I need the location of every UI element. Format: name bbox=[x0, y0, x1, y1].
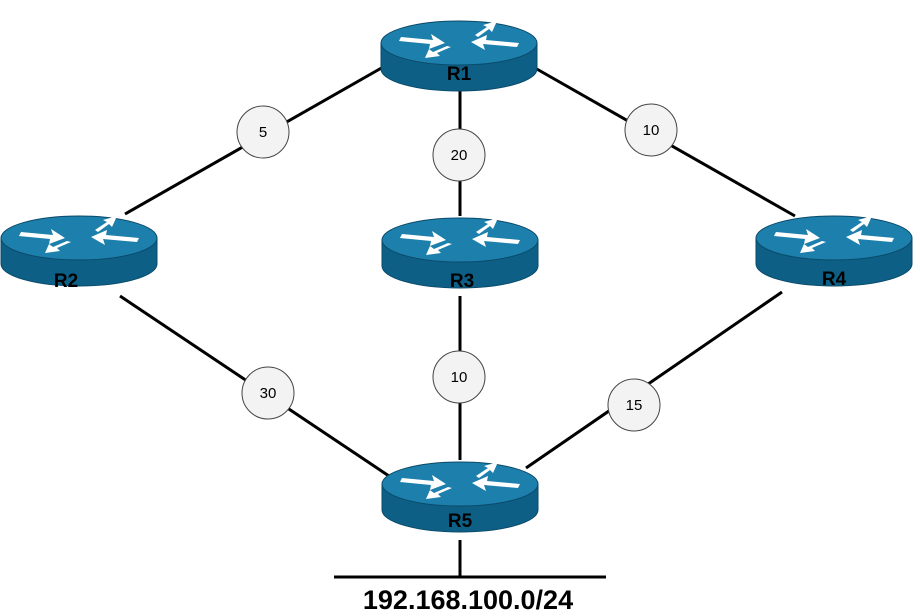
router-label-r3: R3 bbox=[450, 271, 474, 292]
router-label-r1: R1 bbox=[447, 64, 472, 85]
router-r4[interactable]: R4 bbox=[755, 215, 913, 290]
cost-badge-r4-r5: 15 bbox=[607, 378, 661, 432]
cost-circle bbox=[236, 105, 290, 159]
router-r3[interactable]: R3 bbox=[381, 217, 539, 292]
cost-badge-r1-r4: 10 bbox=[624, 103, 678, 157]
cost-label-r1-r4: 10 bbox=[643, 122, 660, 139]
cost-circle bbox=[432, 350, 486, 404]
cost-badge-r3-r5: 10 bbox=[432, 350, 486, 404]
cost-circle bbox=[607, 378, 661, 432]
router-r1[interactable]: R1 bbox=[380, 20, 538, 92]
cost-label-r1-r2: 5 bbox=[259, 124, 267, 141]
router-icon bbox=[0, 215, 158, 287]
router-icon bbox=[755, 215, 913, 287]
router-icon bbox=[381, 217, 539, 289]
cost-circle bbox=[241, 366, 295, 420]
router-label-r2: R2 bbox=[54, 271, 78, 292]
router-label-r4: R4 bbox=[822, 269, 847, 290]
cost-badge-r1-r3: 20 bbox=[432, 128, 486, 182]
cost-badge-r1-r2: 5 bbox=[236, 105, 290, 159]
router-label-r5: R5 bbox=[448, 511, 473, 532]
router-icon bbox=[381, 461, 539, 533]
cost-circle bbox=[432, 128, 486, 182]
cost-label-r1-r3: 20 bbox=[451, 147, 468, 164]
cost-badges: 5 20 10 30 10 15 bbox=[236, 103, 678, 432]
cost-label-r4-r5: 15 bbox=[626, 397, 643, 414]
router-r2[interactable]: R2 bbox=[0, 215, 158, 292]
cost-circle bbox=[624, 103, 678, 157]
cost-badge-r2-r5: 30 bbox=[241, 366, 295, 420]
cost-label-r2-r5: 30 bbox=[260, 385, 277, 402]
link-r4-r5 bbox=[525, 290, 783, 470]
cost-label-r3-r5: 10 bbox=[451, 369, 468, 386]
network-label: 192.168.100.0/24 bbox=[363, 585, 573, 615]
router-icon bbox=[380, 20, 538, 92]
router-r5[interactable]: R5 bbox=[381, 461, 539, 533]
